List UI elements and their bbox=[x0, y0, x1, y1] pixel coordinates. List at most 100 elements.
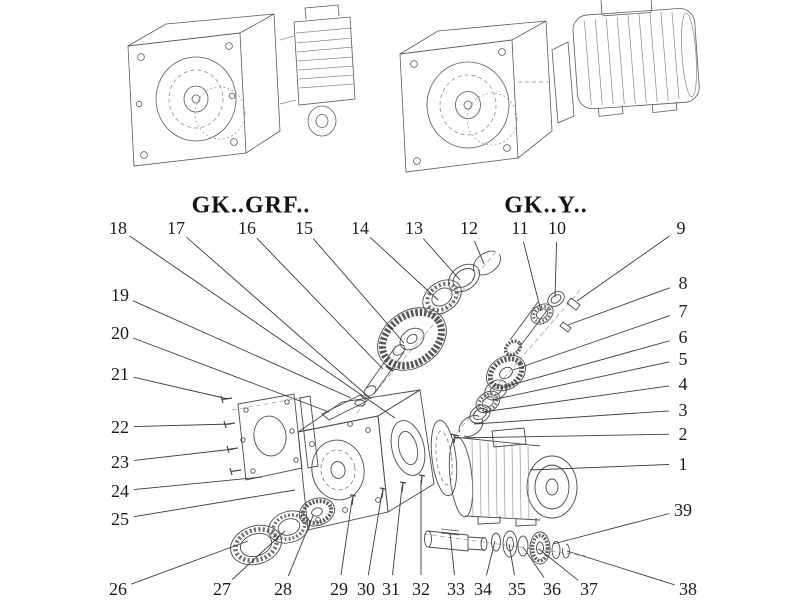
leader-line-34 bbox=[485, 540, 496, 576]
callout-16: 16 bbox=[238, 218, 256, 238]
callout-38: 38 bbox=[679, 579, 697, 599]
leader-line-16 bbox=[256, 237, 384, 370]
callout-18: 18 bbox=[109, 218, 127, 238]
callout-39: 39 bbox=[674, 500, 692, 520]
leader-line-12 bbox=[473, 240, 485, 265]
part-bearing-27 bbox=[268, 510, 310, 544]
callout-32: 32 bbox=[412, 579, 430, 599]
callout-26: 26 bbox=[109, 579, 127, 599]
callout-31: 31 bbox=[382, 579, 400, 599]
callout-36: 36 bbox=[543, 579, 561, 599]
callout-4: 4 bbox=[678, 374, 688, 394]
callout-14: 14 bbox=[351, 218, 369, 238]
part-ring-4 bbox=[469, 404, 491, 424]
motor-flange-adapter bbox=[430, 419, 458, 497]
leader-line-20 bbox=[132, 337, 330, 413]
exploded-view bbox=[220, 250, 587, 566]
leader-line-5 bbox=[491, 361, 670, 401]
part-snap-ring-3 bbox=[458, 415, 484, 437]
part-key-8 bbox=[559, 321, 572, 333]
leader-line-19 bbox=[132, 300, 352, 399]
callout-11: 11 bbox=[511, 218, 529, 238]
leader-line-30 bbox=[367, 492, 383, 576]
leader-line-6 bbox=[499, 340, 670, 389]
leader-line-27 bbox=[231, 530, 286, 580]
leader-line-24 bbox=[133, 476, 263, 491]
leader-line-2 bbox=[454, 433, 670, 439]
leader-line-38 bbox=[566, 550, 675, 586]
drawing-gk-y bbox=[399, 0, 700, 173]
callout-8: 8 bbox=[678, 273, 688, 293]
callout-27: 27 bbox=[213, 579, 231, 599]
part-gear-15 bbox=[377, 307, 447, 371]
callout-5: 5 bbox=[678, 349, 688, 369]
leader-line-33 bbox=[449, 532, 455, 576]
callout-10: 10 bbox=[548, 218, 566, 238]
leader-line-36 bbox=[522, 546, 545, 578]
callout-33: 33 bbox=[447, 579, 465, 599]
leader-line-35 bbox=[508, 543, 515, 576]
model-label-gk-y: GK..Y.. bbox=[504, 192, 588, 219]
callout-2: 2 bbox=[678, 424, 688, 444]
mounting-flange-plate bbox=[237, 393, 303, 481]
part-bearing-14 bbox=[422, 279, 462, 315]
leader-line-23 bbox=[133, 448, 235, 461]
leader-line-17 bbox=[186, 236, 372, 400]
leader-line-37 bbox=[538, 548, 579, 581]
leader-line-4 bbox=[482, 385, 670, 413]
gasket-plate bbox=[299, 395, 319, 469]
callout-15: 15 bbox=[295, 218, 313, 238]
leader-line-3 bbox=[473, 410, 670, 425]
callout-6: 6 bbox=[678, 327, 688, 347]
callout-17: 17 bbox=[167, 218, 185, 238]
callout-28: 28 bbox=[274, 579, 292, 599]
model-label-gk-grf: GK..GRF.. bbox=[191, 192, 311, 219]
callout-24: 24 bbox=[111, 481, 129, 501]
part-gear-37 bbox=[529, 531, 551, 565]
callout-35: 35 bbox=[508, 579, 526, 599]
part-gear-7 bbox=[486, 354, 526, 392]
leader-line-39 bbox=[552, 513, 670, 545]
leader-line-28 bbox=[287, 515, 314, 577]
callout-12: 12 bbox=[460, 218, 478, 238]
motor-assembled bbox=[572, 0, 700, 117]
leader-line-25 bbox=[133, 489, 296, 518]
callout-21: 21 bbox=[111, 364, 129, 384]
callout-25: 25 bbox=[111, 509, 129, 529]
leader-line-1 bbox=[529, 464, 670, 471]
motor-exploded bbox=[448, 427, 578, 527]
callout-1: 1 bbox=[678, 454, 688, 474]
callout-34: 34 bbox=[474, 579, 492, 599]
callout-23: 23 bbox=[111, 452, 129, 472]
leader-line-15 bbox=[312, 238, 405, 344]
leader-line-7 bbox=[512, 315, 670, 371]
leader-line-13 bbox=[422, 238, 461, 281]
leader-line-26 bbox=[130, 540, 249, 585]
top-cover-plate bbox=[321, 394, 368, 421]
part-seal-26 bbox=[230, 524, 282, 566]
leader-line-8 bbox=[567, 287, 670, 326]
flange-screws bbox=[349, 474, 426, 506]
callout-20: 20 bbox=[111, 323, 129, 343]
callout-7: 7 bbox=[678, 301, 688, 321]
leader-line-29 bbox=[340, 499, 353, 576]
part-gear-28 bbox=[298, 497, 336, 527]
gear-housing bbox=[297, 389, 435, 531]
leader-line-18 bbox=[129, 235, 396, 419]
part-pinion-shaft bbox=[503, 301, 549, 357]
callout-22: 22 bbox=[111, 417, 129, 437]
leader-line-11 bbox=[522, 241, 542, 312]
part-washer-6 bbox=[484, 379, 508, 401]
leader-line-22 bbox=[133, 423, 232, 428]
part-snap-ring-12 bbox=[472, 250, 502, 276]
part-key-9 bbox=[566, 297, 581, 311]
leader-line-31 bbox=[392, 486, 403, 576]
callout-30: 30 bbox=[357, 579, 375, 599]
leader-line-9 bbox=[576, 235, 670, 302]
callout-19: 19 bbox=[111, 285, 129, 305]
leader-line-21 bbox=[133, 376, 229, 400]
callout-9: 9 bbox=[676, 218, 686, 238]
